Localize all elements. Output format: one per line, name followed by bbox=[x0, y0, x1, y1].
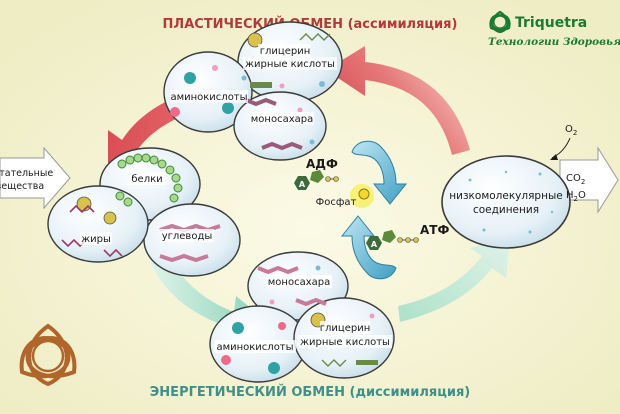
nutrients-label-line1: питательные bbox=[0, 168, 53, 179]
label-glycerol-bottom: глицерин bbox=[320, 323, 371, 334]
label-fatty-acids-top: жирные кислоты bbox=[245, 59, 335, 70]
nutrients-input-arrow: питательные вещества bbox=[0, 146, 71, 210]
top-cluster-labels: глицерин жирные кислоты аминокислоты мон… bbox=[170, 44, 337, 125]
output-products: CO2 H2O bbox=[566, 173, 586, 203]
atp-adp-cycle bbox=[340, 140, 408, 280]
label-fatty-acids-bottom: жирные кислоты bbox=[300, 337, 390, 348]
triquetra-logo-large bbox=[19, 323, 77, 387]
label-proteins: белки bbox=[131, 174, 162, 185]
bottom-cluster-labels: моносахара аминокислоты глицерин жирные … bbox=[214, 275, 392, 353]
label-monosaccharides-top: моносахара bbox=[251, 114, 313, 125]
co2-label: CO2 bbox=[566, 173, 585, 186]
label-fats: жиры bbox=[81, 234, 111, 245]
energy-exchange-title: ЭНЕРГЕТИЧЕСКИЙ ОБМЕН (диссимиляция) bbox=[150, 384, 470, 400]
brand-block: Triquetra Технологии Здоровья bbox=[488, 10, 620, 48]
brand-tagline: Технологии Здоровья bbox=[488, 36, 620, 48]
plastic-exchange-title: ПЛАСТИЧЕСКИЙ ОБМЕН (ассимиляция) bbox=[163, 16, 458, 32]
atp-adenine: A bbox=[371, 240, 378, 249]
cycle-arrow-down bbox=[351, 140, 408, 205]
cell-label-line2: соединения bbox=[473, 204, 539, 216]
phosphate-label: Фосфат bbox=[316, 197, 357, 208]
o2-label: O2 bbox=[565, 124, 577, 137]
label-amino-acids-top: аминокислоты bbox=[170, 92, 247, 103]
label-carbohydrates: углеводы bbox=[162, 231, 213, 242]
label-amino-acids-bottom: аминокислоты bbox=[216, 342, 293, 353]
phosphate-group: Фосфат bbox=[316, 184, 374, 208]
h2o-label: H2O bbox=[566, 190, 586, 203]
left-cluster-labels: белки жиры углеводы bbox=[80, 172, 214, 245]
monosaccharides-bubble-top bbox=[233, 91, 327, 161]
atp-molecule: A АТФ bbox=[366, 223, 449, 250]
adp-label: АДФ bbox=[306, 157, 338, 171]
nutrients-label-line2: вещества bbox=[0, 181, 44, 192]
fats-bubble bbox=[47, 185, 149, 263]
brand-name: Triquetra bbox=[515, 15, 587, 31]
top-cluster-decor bbox=[170, 32, 331, 151]
label-glycerol-top: глицерин bbox=[260, 46, 311, 57]
label-monosaccharides-bottom: моносахара bbox=[268, 277, 330, 288]
low-molecular-cell: низкомолекулярные соединения bbox=[441, 155, 571, 249]
triquetra-logo-small bbox=[489, 10, 511, 34]
adp-adenine: A bbox=[299, 180, 306, 189]
adp-molecule: АДФ A bbox=[294, 157, 339, 190]
oxygen-input: O2 bbox=[550, 124, 577, 160]
cell-label-line1: низкомолекулярные bbox=[449, 190, 562, 202]
bottom-cluster-decor bbox=[221, 265, 378, 374]
cycle-arrow-up bbox=[340, 215, 397, 280]
atp-label: АТФ bbox=[420, 223, 449, 237]
